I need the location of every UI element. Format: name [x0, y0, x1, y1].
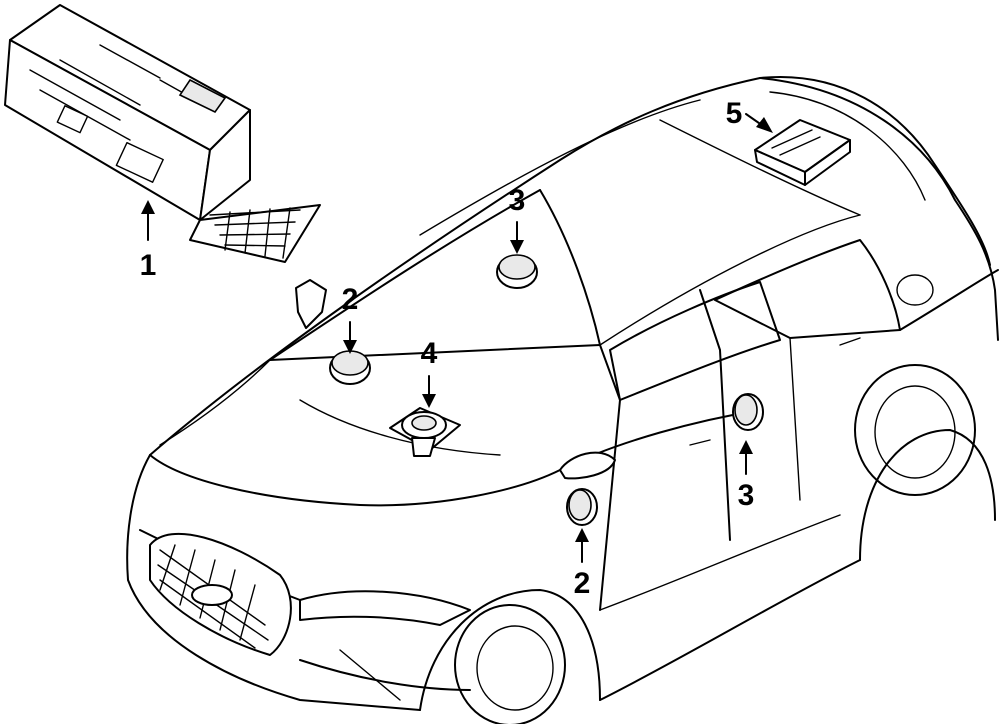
callout-5: 5: [726, 97, 743, 130]
speaker-4: [389, 407, 461, 457]
callout-1: 1: [140, 249, 157, 282]
callout-3a: 3: [509, 184, 526, 217]
module-unit: [4, 4, 321, 263]
vehicle-outline: [126, 76, 999, 724]
callout-3b: 3: [738, 479, 755, 512]
callout-2a: 2: [342, 283, 359, 316]
speaker-3b: [732, 393, 764, 431]
speaker-2a: [329, 350, 371, 385]
callout-2b: 2: [574, 567, 591, 600]
speaker-3a: [496, 254, 538, 289]
leader-arrows: [141, 113, 773, 563]
amplifier-unit: [754, 119, 851, 186]
speaker-2b: [566, 488, 598, 526]
callout-4: 4: [421, 337, 438, 370]
